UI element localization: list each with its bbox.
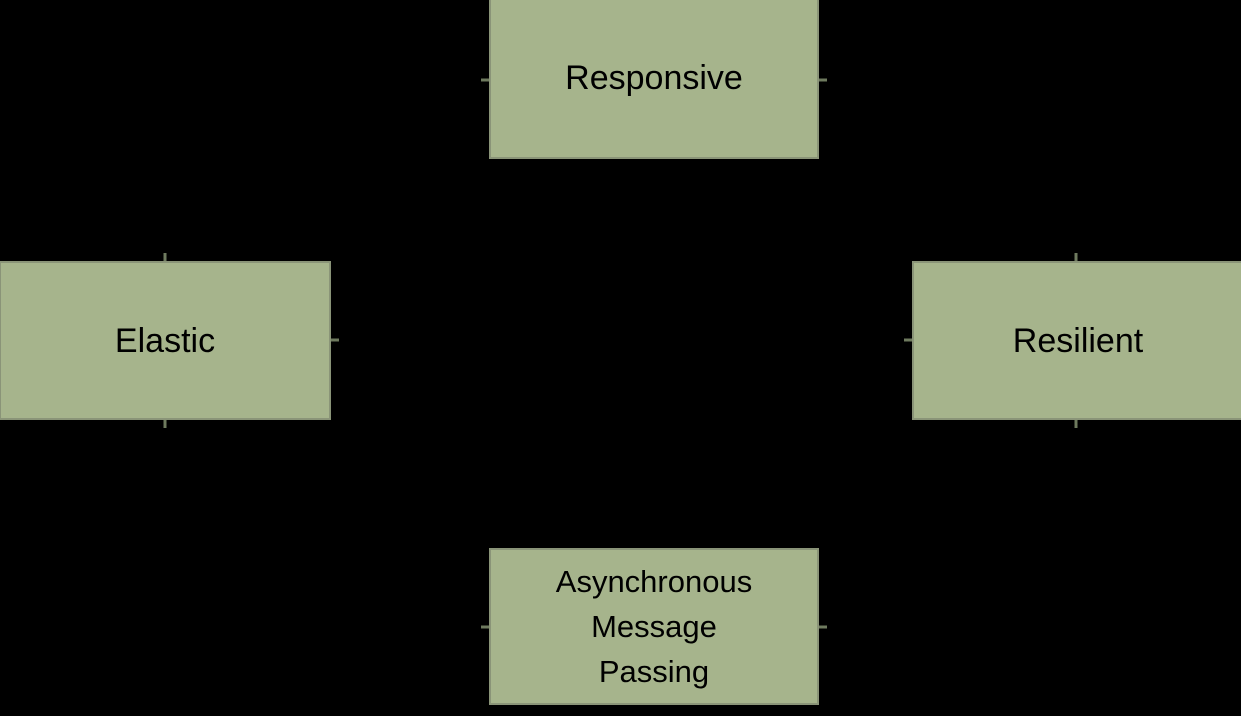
node-async-message-passing-label: Asynchronous Message Passing — [555, 564, 753, 689]
node-elastic-label: Elastic — [114, 321, 216, 360]
node-responsive-label: Responsive — [565, 58, 743, 97]
node-async-message-passing[interactable]: Asynchronous Message Passing — [489, 548, 819, 705]
node-resilient-label: Resilient — [1012, 321, 1144, 360]
node-responsive[interactable]: Responsive — [489, 0, 819, 159]
node-elastic[interactable]: Elastic — [0, 261, 331, 420]
node-resilient[interactable]: Resilient — [912, 261, 1241, 420]
